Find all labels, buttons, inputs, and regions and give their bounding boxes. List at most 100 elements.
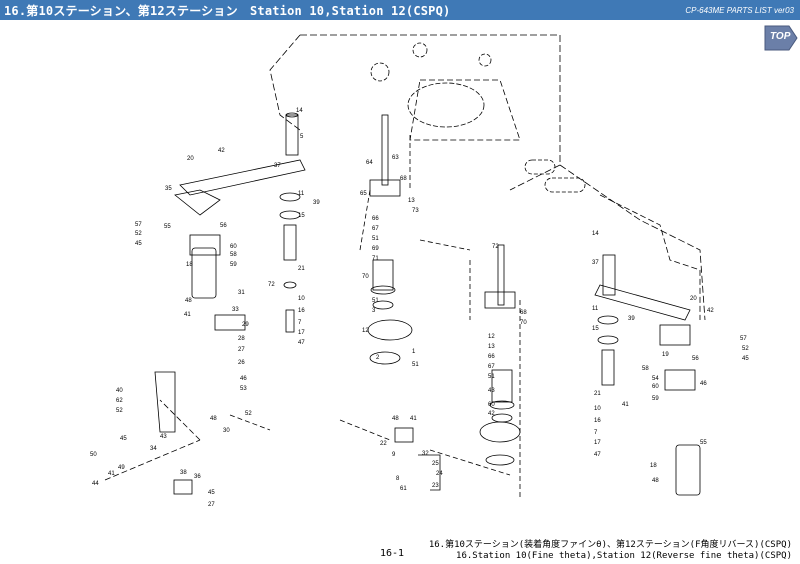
callout: 58 [642,366,649,372]
callout: 72 [268,282,275,288]
sensor-assembly [394,427,414,443]
callout: 45 [208,490,215,496]
figure-caption: 16.第10ステーション(装着角度ファインθ)、第12ステーション(F角度リバー… [429,540,792,562]
callout: 69 [372,246,379,252]
callout: 73 [412,208,419,214]
callout: 59 [652,396,659,402]
callout: 55 [164,224,171,230]
callout: 2 [376,355,380,361]
callout: 66 [372,216,379,222]
callout: 70 [520,320,527,326]
right-bracket [664,369,696,391]
callout: 57 [135,222,142,228]
callout: 59 [230,262,237,268]
callout: 15 [592,326,599,332]
callout: 42 [218,148,225,154]
callout: 22 [380,441,387,447]
plate-hole-large [407,82,485,128]
callout: 51 [488,374,495,380]
callout: 64 [366,160,373,166]
callout: 45 [120,436,127,442]
plate-cutout [409,79,521,141]
callout: 48 [210,416,217,422]
callout: 60 [488,402,495,408]
callout: 16 [298,308,305,314]
bracket [174,189,221,216]
callout: 48 [392,416,399,422]
callout: 60 [652,384,659,390]
callout: 51 [372,236,379,242]
plate-slot [544,177,586,193]
center-shaft-b [497,244,505,306]
callout: 25 [432,461,439,467]
center-shaft-a [381,114,389,186]
callout: 26 [238,360,245,366]
callout: 51 [412,362,419,368]
plate-slot [524,159,556,175]
callout: 1 [412,349,416,355]
callout: 21 [298,266,305,272]
page-header: 16.第10ステーション、第12ステーション Station 10,Statio… [0,0,800,20]
callout: 45 [742,356,749,362]
callout: 8 [396,476,400,482]
callout: 11 [298,191,305,197]
document-id: CP-643ME PARTS LIST ver03 [685,5,794,15]
center-part-71a [372,259,394,291]
callout: 61 [400,486,407,492]
callout: 21 [594,391,601,397]
callout: 18 [650,463,657,469]
callout: 67 [372,226,379,232]
callout: 20 [187,156,194,162]
callout: 65 [360,191,367,197]
callout: 50 [90,452,97,458]
right-spindle-shaft [601,349,615,386]
callout: 41 [622,402,629,408]
callout: 13 [408,198,415,204]
top-arrow-icon [764,25,798,51]
plate-hole [478,53,492,67]
right-motor-18 [675,444,701,496]
callout: 71 [372,256,379,262]
callout: 58 [230,252,237,258]
caption-english: 16.Station 10(Fine theta),Station 12(Rev… [456,551,792,561]
callout: 45 [135,241,142,247]
right-motor-mount [659,324,691,346]
callout: 51 [372,298,379,304]
callout: 72 [492,244,499,250]
callout: 52 [116,408,123,414]
callout: 44 [92,481,99,487]
page-title: 16.第10ステーション、第12ステーション Station 10,Statio… [4,3,451,18]
callout: 42 [488,411,495,417]
callout: 13 [488,344,495,350]
callout: 29 [242,322,249,328]
callout: 56 [220,223,227,229]
center-head-a [369,179,401,197]
motor-mount [189,234,221,256]
callout: 57 [740,336,747,342]
callout: 27 [208,502,215,508]
callout: 16 [594,418,601,424]
motor-18 [191,247,217,299]
top-button[interactable]: TOP [763,24,799,52]
callout: 39 [628,316,635,322]
callout: 3 [372,308,376,314]
callout: 47 [298,340,305,346]
callout: 52 [135,231,142,237]
plate-hole [370,62,390,82]
center-flange-b [479,421,521,443]
callout: 32 [422,451,429,457]
base-plate-outline [269,34,706,321]
callout: 60 [230,244,237,250]
callout: 14 [296,108,303,114]
page-number: 16-1 [380,548,405,559]
callout: 62 [116,398,123,404]
callout: 35 [165,186,172,192]
center-flange-a [367,319,413,341]
callout: 55 [700,440,707,446]
callout: 27 [238,347,245,353]
callout: 12 [362,328,369,334]
callout: 41 [108,471,115,477]
callout: 46 [240,376,247,382]
support-bracket [154,371,176,433]
callout: 70 [362,274,369,280]
